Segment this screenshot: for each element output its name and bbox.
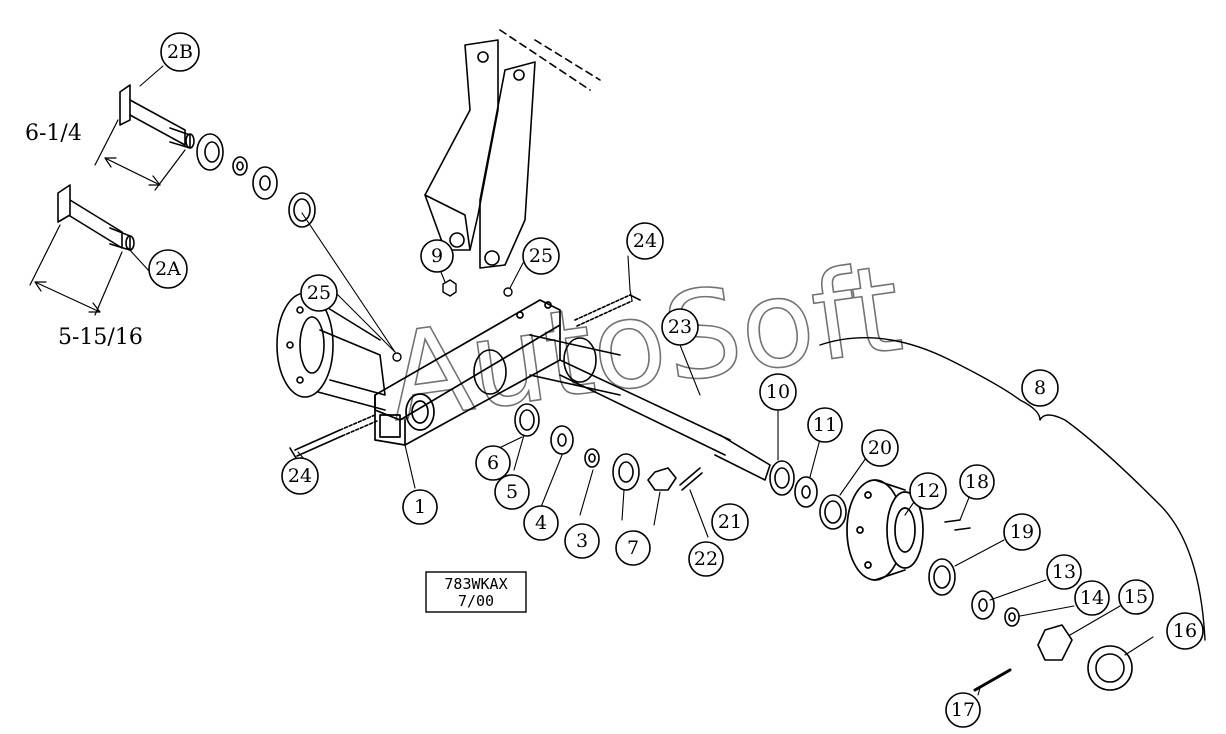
bearing-parts-upper (196, 133, 316, 228)
svg-text:22: 22 (694, 548, 718, 570)
spindle-stub (473, 334, 621, 396)
svg-text:19: 19 (1010, 521, 1034, 543)
svg-text:9: 9 (431, 245, 443, 267)
stamp-line-1: 783WKAX (444, 575, 507, 593)
callout-15: 15 (1118, 579, 1154, 615)
svg-text:12: 12 (916, 480, 940, 502)
assembly-8-bracket (819, 337, 1206, 641)
svg-text:13: 13 (1052, 561, 1076, 583)
svg-text:15: 15 (1124, 586, 1148, 608)
spindle-2a (57, 184, 135, 251)
svg-text:23: 23 (668, 316, 692, 338)
svg-text:24: 24 (633, 230, 657, 252)
svg-text:17: 17 (951, 699, 975, 721)
fittings (392, 279, 513, 362)
svg-text:6: 6 (487, 452, 499, 474)
callout-5: 5 (494, 474, 530, 510)
callout-10: 10 (759, 373, 797, 411)
callout-25-right: 25 (522, 237, 560, 275)
hub-12 (846, 479, 924, 581)
callout-6: 6 (475, 445, 511, 481)
bearing-parts-center (514, 403, 703, 491)
callout-11: 11 (807, 407, 843, 443)
callout-1: 1 (402, 489, 438, 525)
svg-text:25: 25 (307, 282, 331, 304)
inner-flange (276, 292, 386, 411)
bolts-24 (289, 294, 641, 459)
svg-text:14: 14 (1080, 587, 1104, 609)
svg-text:20: 20 (868, 437, 892, 459)
callout-14: 14 (1074, 580, 1110, 616)
callout-21: 21 (711, 503, 749, 541)
svg-text:18: 18 (965, 471, 989, 493)
svg-text:16: 16 (1173, 620, 1197, 642)
svg-text:10: 10 (766, 381, 790, 403)
svg-text:8: 8 (1034, 377, 1046, 399)
svg-text:25: 25 (529, 245, 553, 267)
callout-17: 17 (945, 692, 981, 728)
callout-24-bottom: 24 (281, 457, 319, 495)
callout-9: 9 (420, 239, 454, 273)
callout-16: 16 (1166, 612, 1204, 650)
leader-lines (127, 65, 1154, 696)
callout-3: 3 (564, 523, 600, 559)
axle-tube (374, 299, 561, 446)
svg-text:11: 11 (813, 414, 837, 436)
dimension-lines (29, 119, 186, 316)
callout-24-top: 24 (626, 222, 664, 260)
callout-19: 19 (1003, 513, 1041, 551)
drawing-stamp: 783WKAX 7/00 (425, 571, 527, 613)
callout-7: 7 (615, 530, 651, 566)
shaft-23 (559, 359, 771, 481)
svg-text:21: 21 (718, 511, 742, 533)
svg-text:2B: 2B (167, 41, 193, 63)
callout-4: 4 (523, 505, 559, 541)
svg-text:2A: 2A (155, 258, 181, 280)
svg-text:7: 7 (627, 537, 639, 559)
svg-text:3: 3 (576, 530, 588, 552)
callout-13: 13 (1046, 554, 1082, 590)
callout-2b: 2B (160, 32, 200, 72)
callout-2a: 2A (148, 249, 188, 289)
callout-23: 23 (661, 308, 699, 346)
callout-8: 8 (1021, 369, 1059, 407)
callout-25-left: 25 (300, 274, 338, 312)
svg-text:1: 1 (414, 496, 426, 518)
spindle-2b (119, 84, 195, 149)
svg-text:5: 5 (506, 481, 518, 503)
callout-18: 18 (959, 464, 995, 500)
svg-text:24: 24 (288, 465, 312, 487)
callout-12: 12 (909, 472, 947, 510)
callout-20: 20 (861, 429, 899, 467)
stamp-line-2: 7/00 (458, 592, 494, 610)
bearing-parts-right (769, 460, 1133, 692)
svg-text:4: 4 (535, 512, 547, 534)
dimension-2b-label: 6-1/4 (25, 121, 82, 146)
dimension-2a-label: 5-15/16 (58, 325, 143, 350)
callout-22: 22 (688, 541, 724, 577)
mounting-bracket (424, 29, 601, 269)
